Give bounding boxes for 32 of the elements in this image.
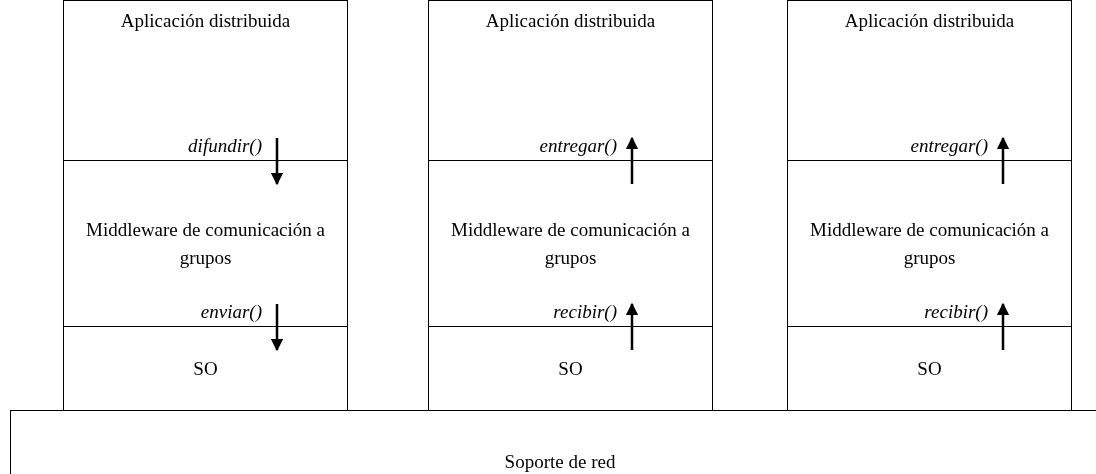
network-layer-box	[10, 410, 1096, 474]
arrow	[270, 138, 284, 186]
edge-label: recibir()	[552, 301, 618, 323]
middleware-layer-box	[63, 160, 348, 327]
layer-name: Soporte de red	[504, 450, 616, 474]
arrow	[270, 304, 284, 352]
layer-name: SO	[917, 357, 942, 381]
middleware-layer-box	[787, 160, 1072, 327]
arrow	[996, 136, 1010, 184]
application-layer-box	[428, 0, 713, 161]
layer-name: Middleware de comunicación a grupos	[85, 217, 326, 270]
edge-label: difundir()	[187, 135, 263, 157]
edge-label: enviar()	[199, 301, 263, 323]
application-layer-box	[787, 0, 1072, 161]
edge-label: entregar()	[909, 135, 989, 157]
arrow	[625, 302, 639, 350]
os-layer-box	[428, 326, 713, 412]
arrow	[625, 136, 639, 184]
layer-name: Aplicación distribuida	[485, 9, 656, 33]
middleware-layer-box	[428, 160, 713, 327]
os-layer-box	[63, 326, 348, 412]
arrow	[996, 302, 1010, 350]
edge-label: entregar()	[538, 135, 618, 157]
layer-name: Aplicación distribuida	[120, 9, 291, 33]
application-layer-box	[63, 0, 348, 161]
edge-label: recibir()	[923, 301, 989, 323]
os-layer-box	[787, 326, 1072, 412]
layer-name: Aplicación distribuida	[844, 9, 1015, 33]
layer-name: Middleware de comunicación a grupos	[450, 217, 691, 270]
layer-name: SO	[558, 357, 583, 381]
layer-name: SO	[193, 357, 218, 381]
layer-name: Middleware de comunicación a grupos	[809, 217, 1050, 270]
